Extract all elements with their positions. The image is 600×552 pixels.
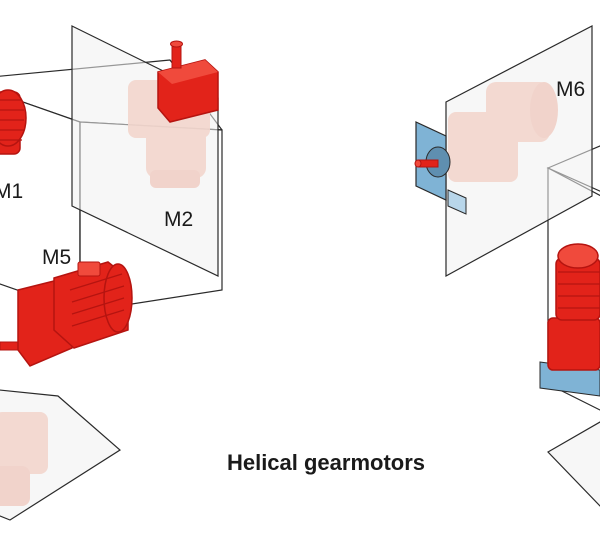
m2-label: M2 <box>164 208 193 231</box>
m6-mounting-plane <box>445 25 593 278</box>
bottom-right-mounting-plane <box>547 421 600 507</box>
m5-label: M5 <box>42 246 71 269</box>
m6-flange <box>414 121 467 215</box>
right-vertical-gearmotor <box>539 243 600 397</box>
m5-gearmotor <box>0 261 133 367</box>
m1-label: M1 <box>0 180 23 203</box>
m2-gearbox <box>157 40 219 123</box>
bottom-left-mounting-plane <box>0 389 121 521</box>
diagram-caption: Helical gearmotors <box>227 450 425 475</box>
m1-gearmotor <box>0 89 27 155</box>
m6-label: M6 <box>556 78 585 101</box>
